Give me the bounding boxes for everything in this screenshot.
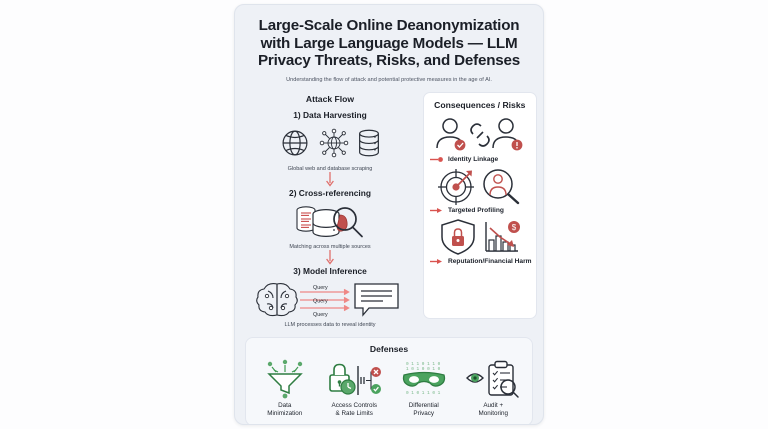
attack-flow-column: Attack Flow 1) Data Harvesting	[245, 92, 415, 328]
funnel-icon	[266, 359, 303, 399]
risk-3-label-row: Reputation/Financial Harm	[428, 258, 532, 265]
query-arrows-icon	[300, 288, 350, 311]
svg-text:1 0 1 0 0 1 0: 1 0 1 0 0 1 0	[406, 367, 441, 372]
network-node-icon	[319, 128, 349, 157]
infographic-card: Large-Scale Online Deanonymization with …	[234, 4, 544, 425]
consequences-column: Consequences / Risks	[423, 91, 537, 328]
defense-3-label-line2: Privacy	[413, 410, 435, 418]
attack-flow-heading: Attack Flow	[305, 93, 355, 104]
padlock-clock-icon	[329, 363, 382, 395]
defense-item-differential-privacy: 0 1 1 0 1 1 0 1 0 1 0 0 1 0 0 1 0 1 1 0 …	[389, 358, 459, 419]
model-inference-icons: Query Query Query	[256, 282, 399, 318]
mask-binary-icon: 0 1 1 0 1 1 0 1 0 1 0 0 1 0 0 1 0 1 1 0 …	[402, 362, 445, 396]
defense-2-label-line1: Access Controls	[331, 402, 378, 409]
defenses-row: Data Minimization	[250, 358, 528, 419]
title-line-2: with Large Language Models — LLM	[260, 34, 518, 52]
attack-step-2-title: 2) Cross-referencing	[289, 187, 371, 198]
defense-4-label: Audit + Monitoring	[459, 402, 529, 419]
svg-text:$: $	[512, 223, 517, 232]
attack-step-3-icons: Query Query Query	[245, 279, 415, 319]
defense-item-access-controls: Access Controls & Rate Limits	[320, 358, 390, 419]
risk-1-label: Identity Linkage	[448, 155, 499, 163]
attack-step-2-icons	[245, 201, 415, 241]
query-label-3: Query	[313, 312, 328, 318]
query-label-2: Query	[313, 298, 328, 304]
risk-2-icons	[428, 167, 532, 205]
attack-step-3: 3) Model Inference	[245, 266, 415, 328]
risk-bullet-icon	[430, 156, 443, 162]
defense-item-data-minimization: Data Minimization	[250, 358, 320, 419]
defense-4-label-line1: Audit +	[483, 402, 504, 409]
attack-step-3-title: 3) Model Inference	[293, 265, 367, 276]
defense-3-label: Differential Privacy	[389, 402, 459, 419]
content-columns: Attack Flow 1) Data Harvesting	[235, 88, 543, 328]
speech-bubble-icon	[354, 282, 399, 317]
page-title: Large-Scale Online Deanonymization with …	[249, 17, 529, 70]
risk-item-reputation-financial-harm: $ Reputation/Financial Harm	[428, 218, 532, 265]
query-label-1: Query	[313, 285, 328, 291]
target-arrow-icon	[437, 168, 474, 205]
defense-item-audit-monitoring: Audit + Monitoring	[459, 358, 529, 419]
defense-1-label-line1: Data	[278, 402, 292, 409]
risk-bullet-icon	[430, 258, 442, 264]
risk-item-targeted-profiling: Targeted Profiling	[428, 167, 532, 214]
risk-item-identity-linkage: Identity Linkage	[428, 116, 532, 163]
title-line-3: Privacy Threats, Risks, and Defenses	[257, 52, 521, 69]
header: Large-Scale Online Deanonymization with …	[235, 5, 543, 88]
attack-step-1-caption: Global web and database scraping	[287, 165, 373, 172]
eye-clipboard-icon	[466, 360, 519, 398]
attack-step-3-caption: LLM processes data to reveal identity	[284, 321, 376, 328]
attack-step-1-title: 1) Data Harvesting	[293, 109, 367, 120]
brain-icon	[256, 282, 298, 316]
consequences-heading: Consequences / Risks	[434, 99, 526, 110]
defenses-panel: Defenses	[245, 337, 533, 424]
attack-step-1: 1) Data Harvesting	[245, 110, 415, 172]
database-stack-icon	[296, 205, 363, 237]
svg-text:0 1 1 0 1 1 0: 0 1 1 0 1 1 0	[406, 362, 441, 367]
attack-step-1-icons	[245, 123, 415, 163]
risk-3-icons: $	[428, 218, 532, 256]
attack-step-2: 2) Cross-referencing	[245, 188, 415, 250]
risk-2-label: Targeted Profiling	[448, 206, 504, 214]
globe-icon	[282, 130, 308, 155]
page-subtitle: Understanding the flow of attack and pot…	[286, 76, 492, 83]
defenses-heading: Defenses	[369, 344, 409, 354]
chain-link-icon	[469, 122, 490, 147]
title-line-1: Large-Scale Online Deanonymization	[258, 17, 520, 34]
attack-step-2-caption: Matching across multiple sources	[289, 243, 371, 250]
risk-2-label-row: Targeted Profiling	[428, 207, 532, 214]
defense-2-label: Access Controls & Rate Limits	[320, 402, 390, 419]
risk-1-icons	[428, 116, 532, 154]
svg-text:0 1 0 1 1 0 1: 0 1 0 1 1 0 1	[406, 391, 441, 396]
database-icon	[359, 129, 379, 156]
risk-bullet-icon	[430, 207, 442, 213]
defense-1-label-line2: Minimization	[267, 410, 303, 418]
defense-4-label-line2: Monitoring	[478, 410, 508, 418]
flow-arrow-2	[245, 250, 415, 266]
flow-arrow-1	[245, 172, 415, 188]
defense-1-label: Data Minimization	[250, 402, 320, 419]
risk-1-label-row: Identity Linkage	[428, 156, 532, 163]
consequences-panel: Consequences / Risks	[423, 91, 537, 319]
defense-3-label-line1: Differential	[408, 402, 439, 409]
defense-2-label-line2: & Rate Limits	[335, 410, 373, 418]
risk-3-label: Reputation/Financial Harm	[448, 257, 532, 265]
